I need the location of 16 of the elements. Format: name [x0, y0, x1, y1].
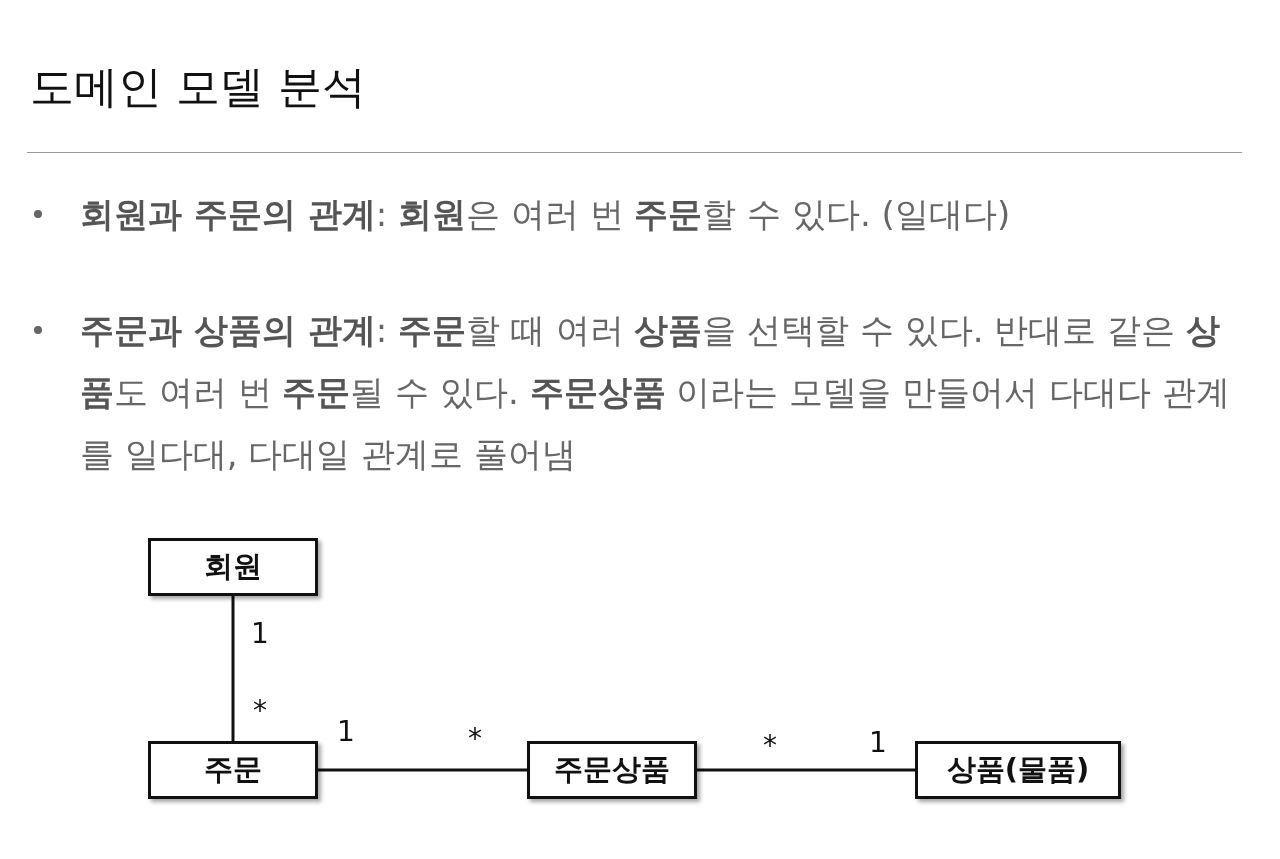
- connector-line: [231, 596, 235, 741]
- multiplicity-label: *: [468, 725, 482, 753]
- class-box: 회원: [148, 538, 318, 596]
- bullet-text: 회원과 주문의 관계: 회원은 여러 번 주문할 수 있다. (일대다): [80, 193, 1012, 236]
- multiplicity-label: 1: [337, 718, 355, 746]
- multiplicity-label: *: [763, 732, 777, 760]
- multiplicity-label: *: [253, 697, 267, 725]
- multiplicity-label: 1: [869, 729, 887, 757]
- multiplicity-label: 1: [251, 620, 269, 648]
- bullet-text: 주문과 상품의 관계: 주문할 때 여러 상품을 선택할 수 있다. 반대로 같은 상품도 여러 번 주문될 수 있다. 주문상품 이라는 모델을 만들어서 다대다 관계를 일다대, 다대일 관계로 풀어냄: [80, 309, 1231, 476]
- connector-line: [697, 768, 915, 772]
- class-box: 상품(물품): [915, 741, 1121, 799]
- connector-line: [318, 768, 527, 772]
- class-box: 주문: [148, 741, 318, 799]
- page-title: 도메인 모델 분석: [30, 60, 366, 114]
- class-box: 주문상품: [527, 741, 697, 799]
